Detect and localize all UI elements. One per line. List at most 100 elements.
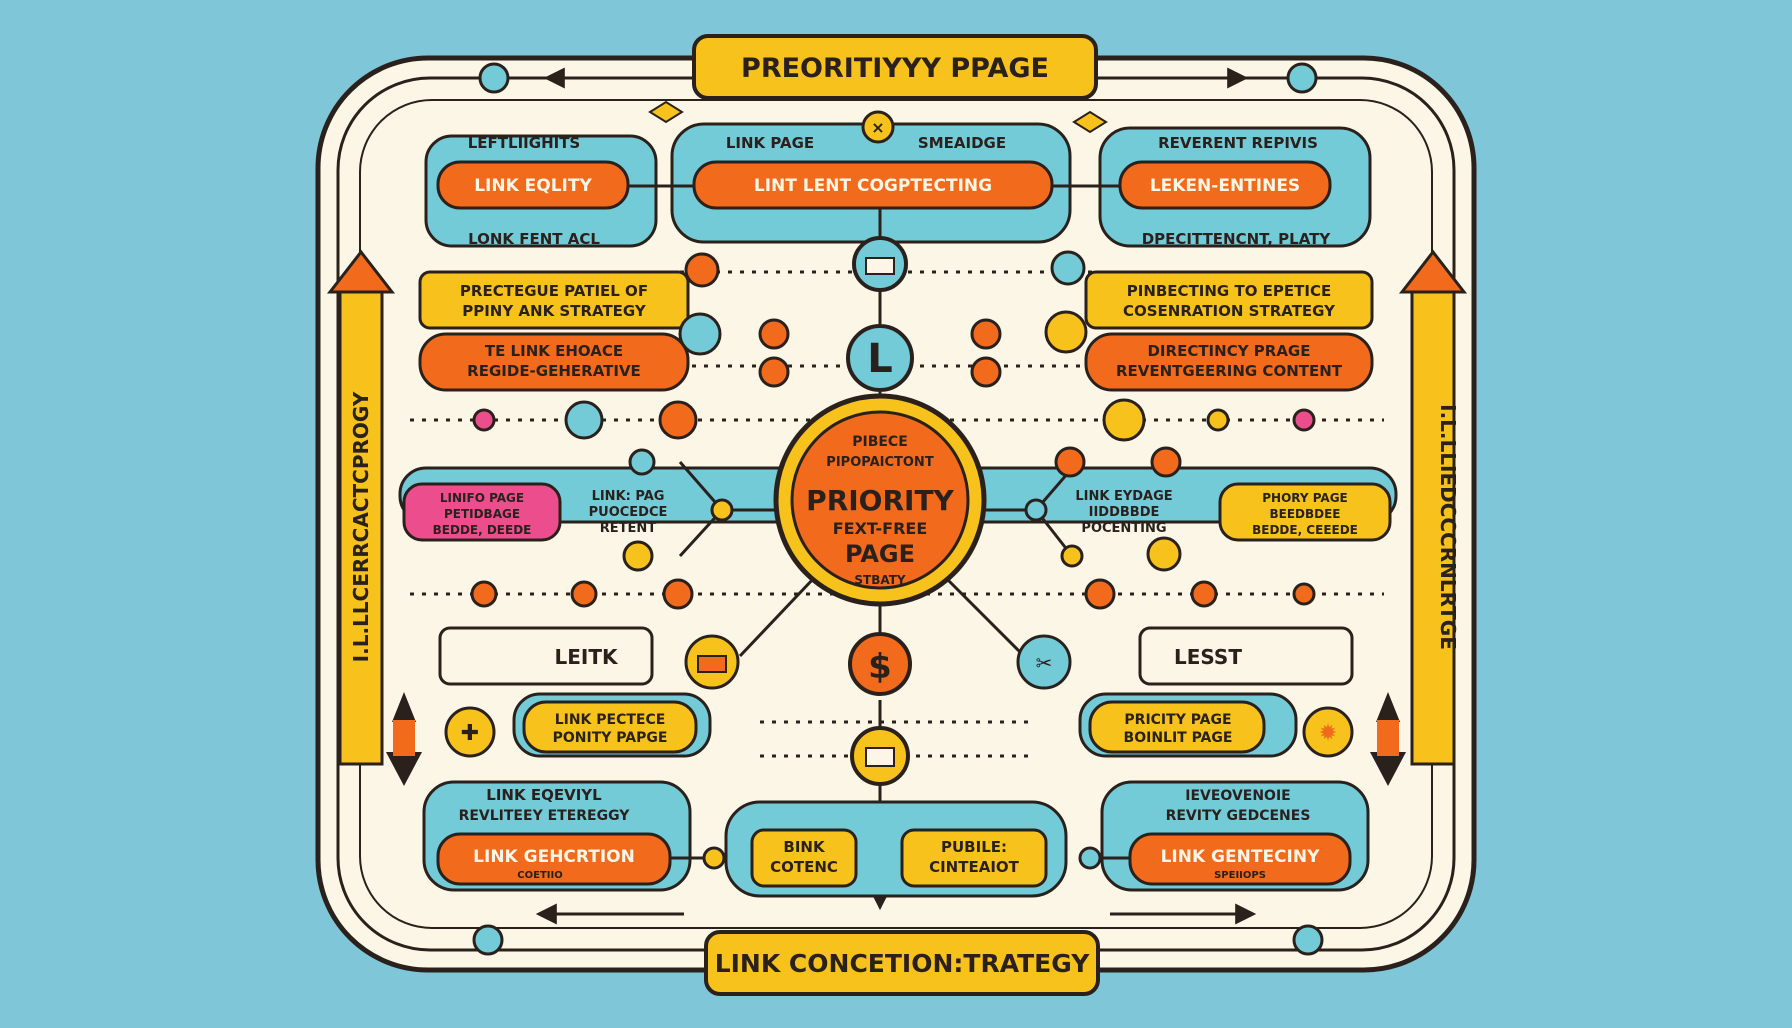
node-dot — [1024, 498, 1048, 522]
gear-icon — [1302, 706, 1354, 758]
middle-right-yellow-line1: PHORY PAGE — [1262, 491, 1348, 505]
top-right-pill-label: LEKEN-ENTINES — [1150, 176, 1300, 196]
shield-icon — [1044, 310, 1088, 354]
node-dot — [478, 62, 510, 94]
tools-icon — [1016, 634, 1072, 690]
node-dot — [628, 448, 656, 476]
bottom-right-caption-b: REVITY GEDCENES — [1166, 808, 1311, 824]
node-dot — [1102, 398, 1146, 442]
play-icon — [1146, 536, 1182, 572]
upper-right-orange-line2: REVENTGEERING CONTENT — [1116, 362, 1343, 380]
bottom-right-panel: IEVEOVENOIE REVITY GEDCENES LINK GENTECI… — [1100, 780, 1370, 892]
close-icon — [861, 110, 895, 144]
middle-left-pink-line3: BEDDE, DEEDE — [433, 523, 532, 537]
middle-nodes — [470, 398, 1316, 610]
right-vertical-label: I.L.LLIEDCCCRNLRTGE — [1436, 404, 1460, 650]
bottom-center-left-line1: BINK — [783, 838, 826, 856]
bottom-center-right-line2: CINTEAIOT — [929, 858, 1020, 876]
left-side-banner: I.L.LLCERRCACTCPROGY — [326, 249, 422, 786]
middle-left-text-line1: LINK: PAG — [592, 489, 665, 504]
lower-left-group: LEITK LINK PECTECE PONITY PAPGE ✚ — [438, 626, 740, 758]
node-dot — [1206, 408, 1230, 432]
node-dot — [658, 400, 698, 440]
letter-l-glyph: L — [867, 336, 893, 382]
footer-arrows — [472, 903, 1324, 956]
header-title: PREORITIYYY PPAGE — [741, 53, 1049, 84]
lower-left-yellow-line2: PONITY PAPGE — [553, 730, 668, 746]
bottom-left-pill-label: LINK GEHCRTION — [473, 847, 635, 867]
center-small-a: PIBECE — [852, 434, 908, 450]
bottom-center-right-line1: PUBILE: — [941, 838, 1007, 856]
lower-right-label: LESST — [1174, 645, 1242, 669]
bottom-left-caption-a: LINK EQEVIYL — [486, 786, 602, 804]
bottom-center-left-line2: COTENC — [770, 858, 838, 876]
node-dot — [1292, 582, 1316, 606]
middle-right-text-line1: LINK EYDAGE — [1075, 489, 1172, 504]
close-icon — [684, 252, 720, 288]
node-dot — [1292, 408, 1316, 432]
top-right-subtext: DPECITTENCNT, PLATY — [1142, 230, 1332, 248]
plus-icon-glyph: ✚ — [461, 721, 479, 746]
close-icon — [1084, 578, 1116, 610]
footer-banner: LINK CONCETION:TRATEGY — [704, 930, 1100, 996]
diamond-icon — [648, 100, 684, 124]
center-top-icons: L — [846, 236, 914, 392]
center-small-b: PIPOPAICTONT — [826, 455, 934, 470]
upper-left-orange-line2: REGIDE-GEHERATIVE — [467, 362, 641, 380]
middle-left-pink-line2: PETIDBAGE — [444, 507, 520, 521]
upper-right-yellow-line2: COSENRATION STRATEGY — [1123, 302, 1336, 320]
upper-left-yellow-line2: PPINY ANK STRATEGY — [462, 302, 647, 320]
header-arrows — [478, 62, 1318, 94]
close-icon — [970, 318, 1002, 350]
middle-right-text-line3: POCENTING — [1081, 521, 1166, 536]
upper-right-yellow-line1: PINBECTING TO EPETICE — [1127, 282, 1331, 300]
node-dot — [470, 580, 498, 608]
bottom-left-tiny: COETIIO — [517, 870, 562, 881]
top-right-caption: REVERENT REPIVIS — [1158, 134, 1318, 152]
left-vertical-label: I.L.LLCERRCACTCPROGY — [349, 391, 373, 662]
top-right-panel: REVERENT REPIVIS LEKEN-ENTINES DPECITTEN… — [1098, 126, 1372, 248]
gear-icon-glyph: ✹ — [1319, 721, 1337, 746]
upper-left-orange-line1: TE LINK EHOACE — [485, 342, 623, 360]
node-dot — [472, 924, 504, 956]
top-center-caption-a: LINK PAGE — [726, 134, 814, 152]
node-dot — [1292, 924, 1324, 956]
node-dot — [1050, 250, 1086, 286]
top-center-panel: LINK PAGE SMEAIDGE LINT LENT COGPTECTING… — [648, 100, 1108, 244]
right-side-banner: I.L.LLIEDCCCRNLRTGE — [1370, 249, 1468, 786]
node-dot — [1078, 846, 1102, 870]
node-dot — [570, 580, 598, 608]
letter-l-icon — [846, 324, 914, 392]
node-dot — [1190, 580, 1218, 608]
lower-right-group: LESST PRICITY PAGE BOINLIT PAGE ✹ ✂ — [1016, 626, 1354, 758]
clock-icon — [678, 312, 722, 356]
top-center-caption-b: SMEAIDGE — [918, 134, 1006, 152]
top-left-caption: LEFTLIIGHITS — [468, 134, 581, 152]
node-dot — [1060, 544, 1084, 568]
center-bottom: STBATY — [854, 573, 906, 587]
tools-icon-glyph: ✂ — [1036, 651, 1053, 675]
close-icon-glyph: × — [871, 118, 884, 137]
upper-left-panel: PRECTEGUE PATIEL OF PPINY ANK STRATEGY T… — [418, 270, 690, 392]
center-hub: PIBECE PIPOPAICTONT PRIORITY FEXT-FREE P… — [398, 393, 1398, 607]
top-left-pill-label: LINK EQLITY — [474, 176, 592, 196]
upper-left-yellow-line1: PRECTEGUE PATIEL OF — [460, 282, 648, 300]
middle-left-text-line2: PUOCEDCE — [589, 505, 668, 520]
bottom-right-tiny: SPEIIOPS — [1214, 870, 1266, 881]
dollar-glyph: $ — [868, 647, 892, 687]
bottom-left-panel: LINK EQEVIYL REVLITEEY ETEREGGY LINK GEH… — [422, 780, 692, 892]
top-left-panel: LEFTLIIGHITS LINK EQLITY LONK FENT ACL — [424, 134, 658, 248]
dollar-icon — [848, 632, 912, 696]
close-icon — [758, 318, 790, 350]
middle-right-yellow-line2: BEEDBDEE — [1269, 507, 1340, 521]
node-dot — [702, 846, 726, 870]
lower-right-yellow-line2: BOINLIT PAGE — [1124, 730, 1233, 746]
middle-left-group: LINIFO PAGE PETIDBAGE BEDDE, DEEDE LINK:… — [402, 482, 668, 542]
lower-left-yellow-line1: LINK PECTECE — [555, 712, 666, 728]
bottom-right-caption-a: IEVEOVENOIE — [1185, 788, 1291, 804]
top-left-subtext: LONK FENT ACL — [468, 230, 600, 248]
footer-title: LINK CONCETION:TRATEGY — [715, 949, 1091, 978]
close-icon — [758, 356, 790, 388]
lower-right-yellow-line1: PRICITY PAGE — [1124, 712, 1231, 728]
